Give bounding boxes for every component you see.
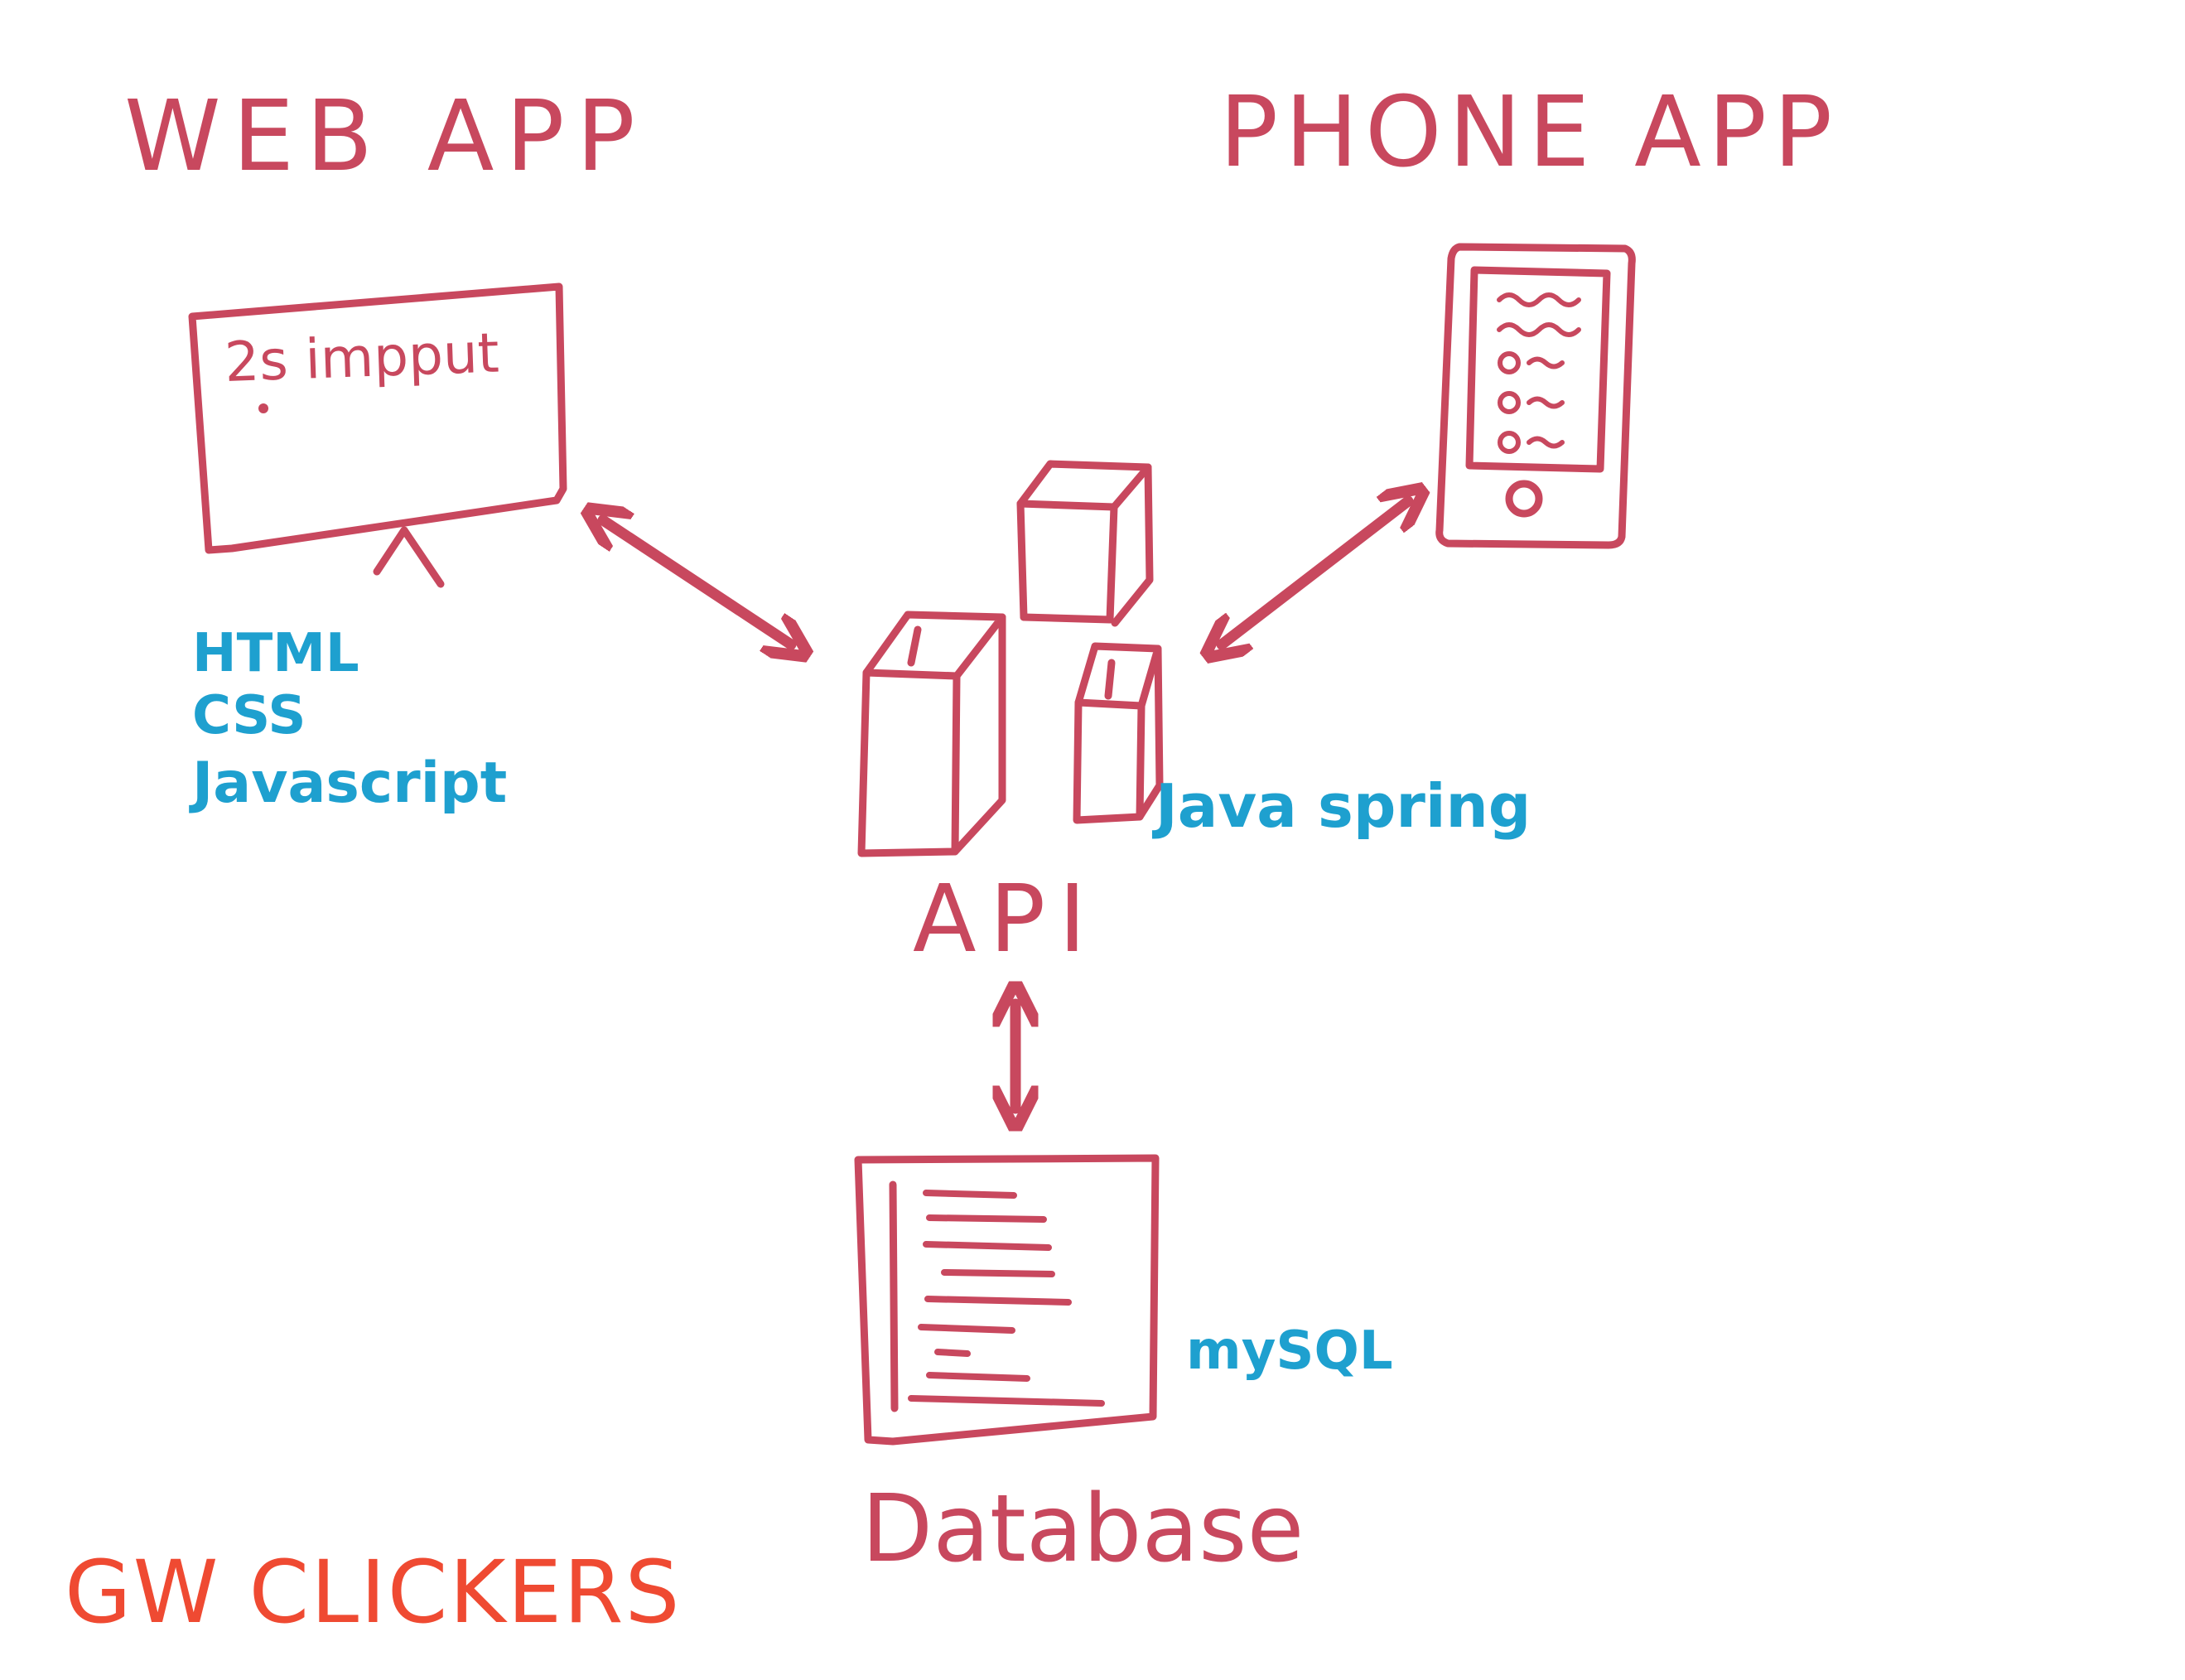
database-tech: mySQL bbox=[1186, 1320, 1393, 1382]
document-icon bbox=[854, 1154, 1160, 1446]
brand-logo: GW CLICKERS bbox=[65, 1542, 682, 1643]
phone-app-title: PHONE APP bbox=[1219, 75, 1839, 189]
screen-dot bbox=[258, 403, 268, 413]
database-title: Database bbox=[861, 1475, 1304, 1583]
tech-css: CSS bbox=[192, 685, 306, 746]
api-tech: Java spring bbox=[1151, 771, 1531, 841]
tech-html: HTML bbox=[192, 623, 359, 684]
api-node: API Java spring bbox=[857, 460, 1531, 973]
smartphone-icon bbox=[1435, 243, 1636, 549]
web-app-tech-list: HTML CSS Javascript bbox=[189, 623, 507, 816]
phone-app-node: PHONE APP bbox=[1219, 75, 1839, 549]
web-app-title: WEB APP bbox=[124, 79, 647, 193]
arrow-api-phone-app bbox=[1222, 501, 1408, 644]
cubes-icon bbox=[857, 460, 1164, 857]
connectors bbox=[603, 501, 1408, 1108]
arrow-api-web-app bbox=[603, 520, 791, 644]
monitor-screen-text: 2s impput bbox=[224, 321, 500, 394]
database-node: Database mySQL bbox=[854, 1154, 1393, 1583]
api-title: API bbox=[913, 866, 1099, 973]
web-app-node: WEB APP 2s impput HTML CSS Javascript bbox=[124, 79, 647, 816]
monitor-icon bbox=[188, 282, 567, 588]
tech-javascript: Javascript bbox=[189, 751, 507, 816]
